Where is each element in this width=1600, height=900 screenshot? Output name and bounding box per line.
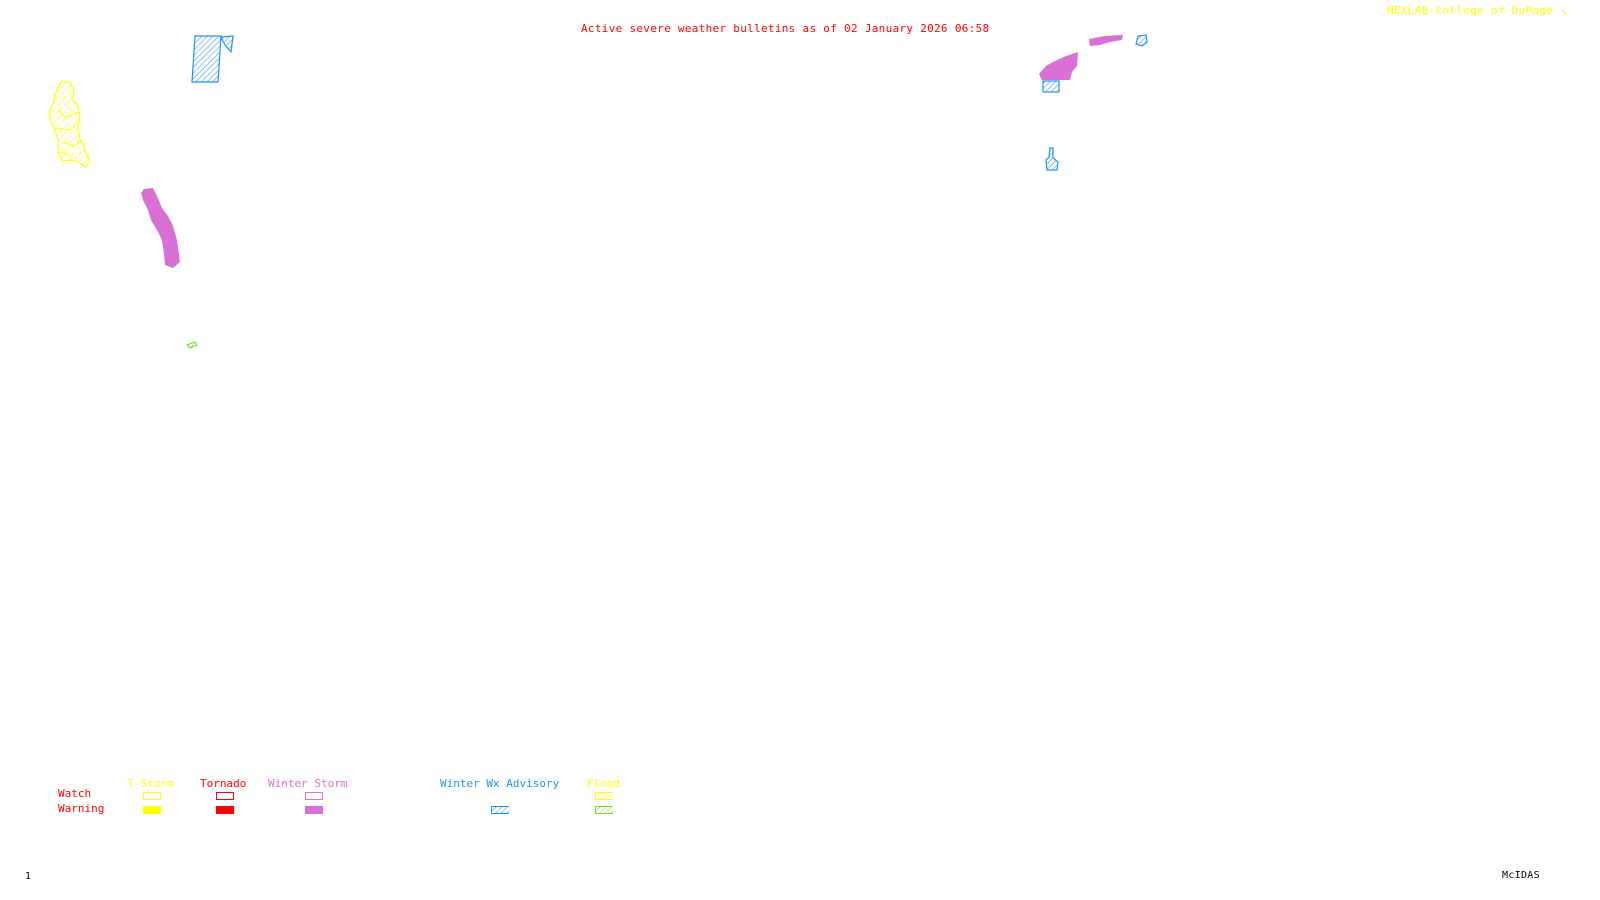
credit-text: NEXLAB-College of DuPage: [1387, 4, 1554, 17]
alert-tstorm-watch-west[interactable]: [48, 81, 91, 168]
legend-row-watch: Watch: [58, 787, 92, 800]
legend-tstorm-label: T-Storm: [127, 777, 174, 790]
credit-label: NEXLAB-College of DuPage ↘: [1387, 5, 1567, 17]
legend-winter-storm-label: Winter Storm: [268, 777, 348, 790]
legend-row-warning: Warning: [58, 802, 105, 815]
legend-tstorm-watch-swatch: [143, 792, 161, 800]
alert-advisory-northeast-3[interactable]: [1045, 147, 1059, 171]
alert-winter-storm-warning-northeast[interactable]: [1039, 52, 1078, 80]
legend-tornado-label: Tornado: [200, 777, 247, 790]
alert-winter-storm-warning-northeast-2[interactable]: [1089, 35, 1123, 46]
legend-tornado-warning-swatch: [216, 806, 234, 814]
alert-flood-warning-small[interactable]: [186, 341, 198, 349]
legend-tornado-watch-swatch: [216, 792, 234, 800]
legend-flood-label: Flood: [587, 777, 621, 790]
legend-winter-wx-advisory-label: Winter Wx Advisory: [440, 777, 560, 790]
alert-advisory-northeast-2[interactable]: [1135, 34, 1148, 47]
legend-winter-storm-warning-swatch: [305, 806, 323, 814]
software-label: McIDAS: [1502, 870, 1540, 881]
legend-flood-warning-swatch: [595, 806, 613, 814]
alert-winter-storm-warning-west[interactable]: [141, 188, 180, 268]
map-title: Active severe weather bulletins as of 02…: [581, 22, 990, 35]
legend-flood-watch-swatch: [595, 792, 613, 800]
alert-advisory-northwest[interactable]: [191, 35, 234, 83]
legend-tstorm-warning-swatch: [143, 806, 161, 814]
corner-arrow-icon: ↘: [1560, 4, 1568, 17]
legend-advisory-swatch: [491, 806, 509, 814]
legend-winter-storm-watch-swatch: [305, 792, 323, 800]
frame-number: 1: [25, 871, 32, 882]
alert-advisory-northeast-1[interactable]: [1042, 80, 1060, 93]
